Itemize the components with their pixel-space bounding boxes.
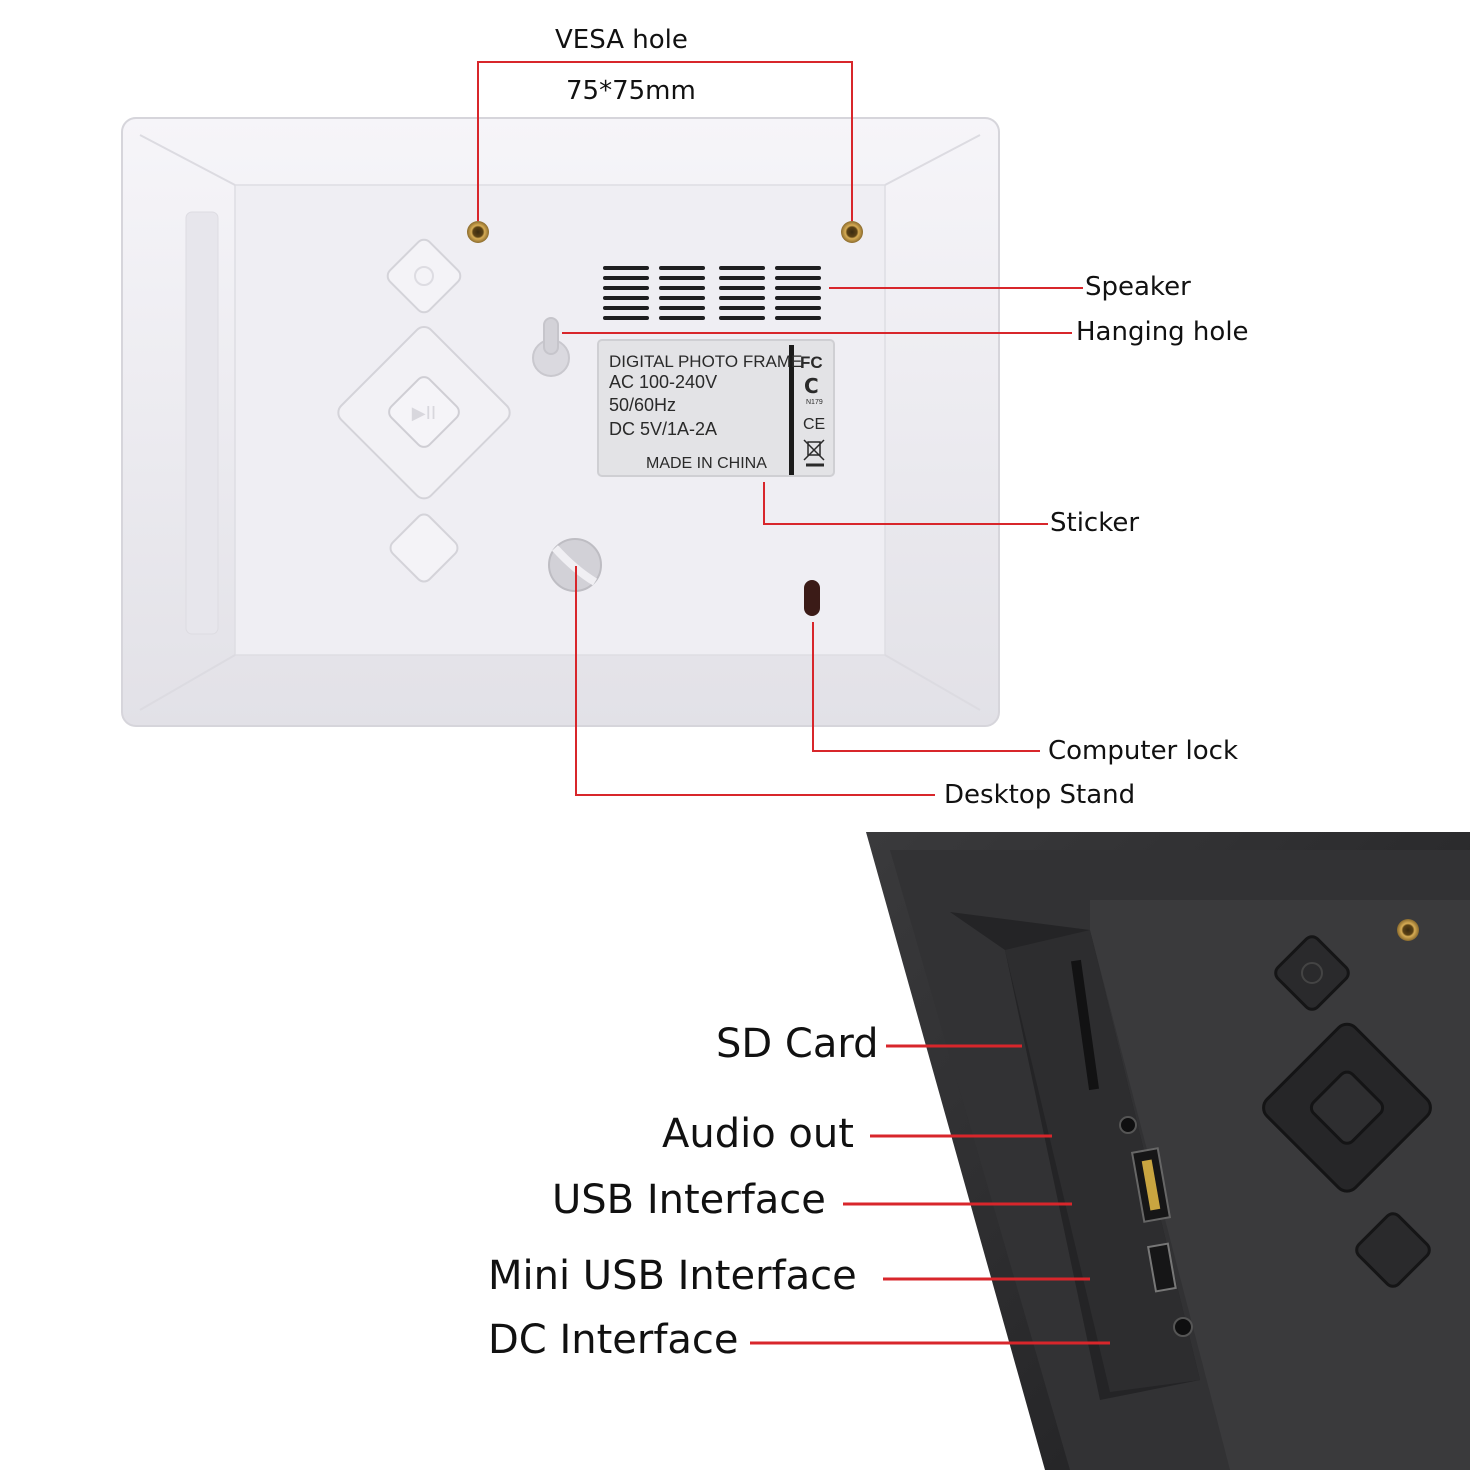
play-pause-icon: ▶II [412, 403, 436, 424]
mini-usb-interface-label: Mini USB Interface [488, 1253, 857, 1299]
usb-interface-label: USB Interface [552, 1177, 826, 1223]
power-icon [414, 266, 434, 286]
ctick-mark-icon: C [804, 374, 819, 398]
navigation-pad-black[interactable] [1259, 1019, 1436, 1196]
hanging-hole [532, 317, 570, 377]
hanging-hole-label: Hanging hole [1076, 317, 1249, 347]
sticker-line-1: DIGITAL PHOTO FRAME [609, 352, 802, 371]
sd-card-label: SD Card [716, 1021, 879, 1067]
ce-mark: CE [803, 416, 825, 433]
menu-button[interactable] [387, 511, 461, 585]
sticker-label: Sticker [1050, 508, 1140, 538]
sticker-line-3: 50/60Hz [609, 395, 676, 415]
spec-sticker: DIGITAL PHOTO FRAME AC 100-240V 50/60Hz … [597, 339, 835, 477]
navigation-pad[interactable]: ▶II [334, 323, 514, 503]
ctick-code: N179 [806, 399, 823, 406]
sd-card-slot [1071, 959, 1099, 1091]
leader-lines-bottom [750, 1044, 1110, 1345]
lock-slot [804, 580, 820, 616]
vesa-hole-label: VESA hole [555, 25, 688, 55]
power-button[interactable] [384, 236, 463, 315]
fcc-mark: FC [800, 353, 823, 372]
vesa-screw-hole-right [841, 221, 863, 243]
dc-interface-label: DC Interface [488, 1317, 739, 1363]
sticker-line-2: AC 100-240V [609, 372, 717, 392]
power-button-black[interactable] [1272, 933, 1351, 1012]
vesa-size-label: 75*75mm [566, 76, 696, 106]
sticker-line-4: DC 5V/1A-2A [609, 419, 717, 439]
desktop-stand-label: Desktop Stand [944, 780, 1136, 810]
computer-lock-label: Computer lock [1048, 736, 1238, 766]
mini-usb-port [1146, 1242, 1177, 1293]
power-icon-black [1301, 962, 1323, 984]
vesa-screw-hole-black [1397, 919, 1419, 941]
sticker-line-5: MADE IN CHINA [646, 455, 767, 472]
black-frame-photo [866, 832, 1470, 1470]
speaker-grille [603, 266, 821, 320]
speaker-label: Speaker [1085, 272, 1191, 302]
audio-jack [1119, 1116, 1137, 1134]
weee-bin-icon [803, 439, 825, 467]
dc-jack [1173, 1317, 1193, 1337]
leader-lines-top [477, 61, 1083, 796]
white-frame-back [121, 117, 1000, 727]
vesa-screw-hole-left [467, 221, 489, 243]
audio-out-label: Audio out [662, 1111, 854, 1157]
menu-button-black[interactable] [1353, 1210, 1432, 1289]
